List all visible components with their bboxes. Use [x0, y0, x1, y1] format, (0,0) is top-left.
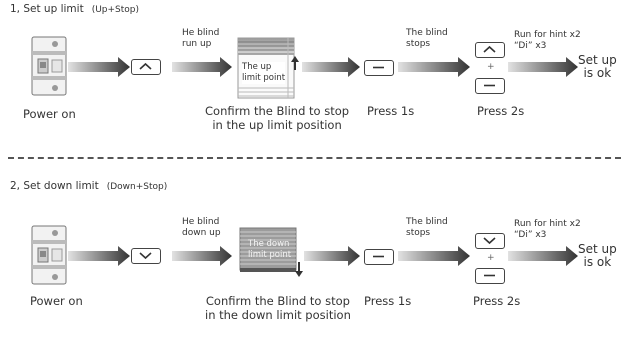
roller-blind-icon: [239, 227, 297, 272]
blind-stops-label: The blind stops: [406, 28, 448, 50]
up-button[interactable]: [131, 59, 161, 75]
down-button[interactable]: [475, 233, 505, 249]
label-line: stops: [406, 39, 431, 49]
label-line: Confirm the Blind to stop: [205, 294, 350, 308]
stop-dash-icon: [484, 84, 495, 87]
label-line: limit point: [242, 73, 286, 83]
label-line: He blind: [182, 28, 220, 38]
stop-button[interactable]: [475, 78, 505, 94]
result-label: Set up is ok: [578, 243, 617, 269]
label-line: limit point: [248, 250, 292, 260]
label-line: stops: [406, 228, 431, 238]
flow-arrow: [68, 57, 130, 77]
flow-arrow: [398, 246, 470, 266]
power-on-label: Power on: [23, 107, 76, 121]
circuit-breaker-icon: [31, 36, 67, 96]
label-line: “Di” x3: [514, 41, 547, 51]
down-arrow-indicator: [295, 262, 303, 277]
section-title: 2, Set down limit (Down+Stop): [10, 180, 167, 192]
stop-button[interactable]: [364, 249, 394, 265]
blind-run-label: He blind run up: [182, 28, 219, 50]
press-1s-label: Press 1s: [364, 294, 412, 308]
label-line: “Di” x3: [514, 230, 547, 240]
label-line: down up: [182, 228, 221, 238]
confirm-label: Confirm the Blind to stop in the down li…: [205, 294, 351, 322]
label-line: Set up: [578, 242, 617, 256]
chevron-up-icon: [139, 62, 152, 70]
confirm-label: Confirm the Blind to stop in the up limi…: [205, 104, 349, 132]
stop-dash-icon: [484, 274, 495, 277]
blind-inner-label: The down limit point: [248, 239, 291, 261]
label-line: run up: [182, 39, 212, 49]
label-line: He blind: [182, 217, 220, 227]
stop-button[interactable]: [364, 60, 394, 76]
label-line: Run for hint x2: [514, 219, 581, 229]
down-button[interactable]: [131, 248, 161, 264]
section-divider: [8, 157, 621, 159]
press-2s-label: Press 2s: [473, 294, 521, 308]
label-line: The up: [242, 62, 272, 72]
chevron-down-icon: [483, 237, 496, 245]
flow-arrow: [172, 246, 232, 266]
flow-arrow: [508, 246, 578, 266]
circuit-breaker-icon: [31, 225, 67, 285]
label-line: The blind: [406, 217, 448, 227]
flow-arrow: [302, 57, 360, 77]
press-1s-label: Press 1s: [367, 104, 415, 118]
plus-sign: +: [487, 253, 495, 263]
label-line: in the up limit position: [212, 118, 342, 132]
section-title: 1, Set up limit (Up+Stop): [10, 3, 139, 15]
hint-label: Run for hint x2 “Di” x3: [514, 30, 581, 52]
press-2s-label: Press 2s: [477, 104, 525, 118]
label-line: The down: [248, 239, 290, 249]
section-title-combo: (Down+Stop): [106, 182, 168, 192]
label-line: Run for hint x2: [514, 30, 581, 40]
flow-arrow: [508, 57, 578, 77]
label-line: The blind: [406, 28, 448, 38]
hint-label: Run for hint x2 “Di” x3: [514, 219, 581, 241]
flow-arrow: [304, 246, 360, 266]
plus-sign: +: [487, 62, 495, 72]
blind-stops-label: The blind stops: [406, 217, 448, 239]
chevron-down-icon: [139, 252, 152, 260]
blind-inner-label: The up limit point: [242, 62, 286, 84]
section-title-text: 2, Set down limit: [10, 180, 99, 192]
label-line: in the down limit position: [205, 308, 351, 322]
flow-arrow: [172, 57, 232, 77]
flow-arrow: [68, 246, 130, 266]
blind-run-label: He blind down up: [182, 217, 221, 239]
stop-button[interactable]: [475, 268, 505, 284]
flow-arrow: [398, 57, 470, 77]
label-line: Set up: [578, 53, 617, 67]
label-line: is ok: [583, 66, 612, 80]
up-button[interactable]: [475, 42, 505, 58]
up-arrow-indicator: [291, 56, 299, 70]
section-title-text: 1, Set up limit: [10, 3, 84, 15]
label-line: is ok: [583, 255, 612, 269]
power-on-label: Power on: [30, 294, 83, 308]
label-line: Confirm the Blind to stop: [205, 104, 350, 118]
stop-dash-icon: [373, 66, 384, 69]
chevron-up-icon: [483, 45, 496, 53]
section-title-combo: (Up+Stop): [91, 5, 140, 15]
stop-dash-icon: [373, 255, 384, 258]
result-label: Set up is ok: [578, 54, 617, 80]
